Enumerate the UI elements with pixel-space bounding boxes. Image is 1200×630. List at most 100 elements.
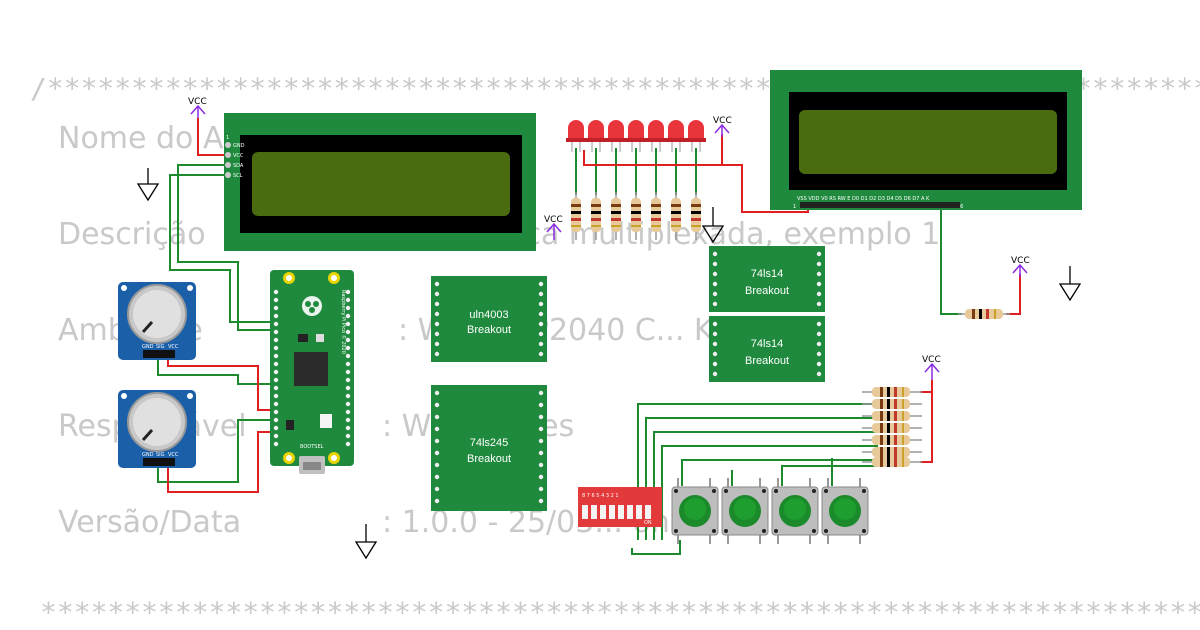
- breakout-uln4003[interactable]: uln4003 Breakout: [431, 276, 547, 362]
- vcc-symbol: VCC: [922, 355, 941, 380]
- lcd-i2c-module[interactable]: 1 GND VCC SDA SCL: [224, 113, 536, 251]
- bootsel-button[interactable]: [320, 414, 332, 428]
- breakout-sub: Breakout: [467, 324, 511, 336]
- lcd-i2c-pins: 1 GND VCC SDA SCL: [225, 135, 245, 179]
- field-label-description: Descrição: [58, 217, 206, 252]
- wire-lcd-vcc: [197, 118, 232, 156]
- wire-pot1-vcc: [167, 360, 278, 411]
- breakout-name: 74ls14: [751, 268, 783, 280]
- field-label-name: Nome do A: [58, 121, 224, 156]
- resistor[interactable]: [571, 192, 581, 240]
- potentiometer[interactable]: GND SIG VCC: [118, 390, 196, 468]
- led[interactable]: [646, 120, 666, 152]
- wire-backlight-vcc: [1006, 274, 1021, 315]
- svg-text:BOOTSEL: BOOTSEL: [300, 444, 324, 450]
- breakout-name: 74ls245: [470, 437, 509, 449]
- wire-lcd-scl: [169, 174, 278, 323]
- svg-text:GND: GND: [142, 452, 154, 458]
- resistor[interactable]: [651, 192, 661, 240]
- wire-pot2-vcc: [167, 431, 278, 493]
- vcc-symbol: VCC: [1011, 256, 1030, 277]
- ground-symbol: [354, 524, 378, 560]
- pin-label-sda: SDA: [233, 163, 244, 169]
- svg-text:SIG: SIG: [156, 452, 165, 458]
- svg-text:16: 16: [957, 204, 963, 210]
- wire-pot1-signal: [157, 360, 278, 385]
- push-button[interactable]: [671, 478, 719, 544]
- resistor[interactable]: [671, 192, 681, 240]
- resistor[interactable]: [691, 192, 701, 240]
- svg-text:VCC: VCC: [922, 355, 941, 365]
- resistor[interactable]: [862, 447, 922, 457]
- dip-switch[interactable]: 8 7 6 5 4 3 2 1 ON: [578, 487, 662, 527]
- led[interactable]: [686, 120, 706, 152]
- pullup-resistors: [862, 387, 922, 467]
- knob-indicator: [141, 428, 154, 442]
- vcc-symbol: VCC: [544, 215, 563, 240]
- ground-symbol: [136, 168, 160, 202]
- breakout-74ls245[interactable]: 74ls245 Breakout: [431, 385, 547, 511]
- ground-symbol: [701, 207, 725, 244]
- resistor[interactable]: [862, 457, 922, 467]
- breakout-74ls14[interactable]: 74ls14 Breakout: [709, 316, 825, 382]
- breakout-74ls14[interactable]: 74ls14 Breakout: [709, 246, 825, 312]
- lcd-parallel-pin-labels: VSS VDD V0 RS RW E D0 D1 D2 D3 D4 D5 D6 …: [797, 196, 930, 202]
- pin-label-gnd: GND: [233, 143, 245, 149]
- led[interactable]: [666, 120, 686, 152]
- vcc-symbols: VCC VCC VCC VCC VCC: [188, 97, 1030, 380]
- vcc-symbol: VCC: [188, 97, 207, 118]
- resistor[interactable]: [862, 435, 922, 445]
- potentiometer[interactable]: GND SIG VCC: [118, 282, 196, 360]
- pico-header-left: [273, 289, 279, 447]
- backlight-resistor[interactable]: [958, 309, 1010, 319]
- breakout-name: 74ls14: [751, 338, 783, 350]
- breakout-sub: Breakout: [745, 285, 789, 297]
- raspberry-pi-pico[interactable]: BOOTSEL Raspberry Pi Pico © 2020: [270, 270, 354, 474]
- led[interactable]: [626, 120, 646, 152]
- push-button[interactable]: [771, 478, 819, 544]
- knob-indicator: [141, 320, 154, 334]
- dip-numbers: 8 7 6 5 4 3 2 1: [582, 493, 619, 499]
- pico-header-right: [345, 289, 351, 447]
- resistor[interactable]: [862, 399, 922, 409]
- svg-text:GND: GND: [142, 344, 154, 350]
- svg-text:VCC: VCC: [168, 452, 179, 458]
- resistor[interactable]: [862, 423, 922, 433]
- breakout-sub: Breakout: [467, 453, 511, 465]
- pico-title: Raspberry Pi Pico © 2020: [340, 290, 347, 354]
- resistor[interactable]: [591, 192, 601, 240]
- breakout-name: uln4003: [469, 309, 508, 321]
- pin-label-vcc: VCC: [233, 153, 244, 159]
- field-label-version: Versão/Data: [58, 505, 241, 540]
- led[interactable]: [566, 120, 586, 152]
- led[interactable]: [606, 120, 626, 152]
- wire-pot2-signal: [157, 419, 278, 483]
- stars-bottom: ****************************************…: [40, 596, 1200, 629]
- svg-text:VCC: VCC: [188, 97, 207, 107]
- led-row: [566, 120, 706, 152]
- lcd-parallel-screen: [799, 110, 1057, 174]
- svg-text:VCC: VCC: [1011, 256, 1030, 266]
- led-wires: [575, 134, 809, 213]
- raspberry-logo-icon: [302, 296, 322, 316]
- resistor[interactable]: [862, 411, 922, 421]
- wire-lcd-sda: [177, 164, 278, 331]
- rp2040-chip: [294, 352, 328, 386]
- resistor[interactable]: [631, 192, 641, 240]
- ground-symbols: [136, 168, 1082, 560]
- dip-on-label: ON: [644, 520, 652, 526]
- ground-symbol: [1058, 266, 1082, 302]
- svg-text:VCC: VCC: [168, 344, 179, 350]
- lcd-parallel-module[interactable]: VSS VDD V0 RS RW E D0 D1 D2 D3 D4 D5 D6 …: [770, 70, 1082, 210]
- resistor[interactable]: [862, 387, 922, 397]
- push-button[interactable]: [721, 478, 769, 544]
- wire-lcd-backlight: [940, 210, 962, 315]
- push-button[interactable]: [821, 478, 869, 544]
- breakout-sub: Breakout: [745, 355, 789, 367]
- lcd-i2c-screen: [252, 152, 510, 216]
- svg-text:VCC: VCC: [713, 116, 732, 126]
- resistor[interactable]: [611, 192, 621, 240]
- led[interactable]: [586, 120, 606, 152]
- svg-text:1: 1: [226, 135, 229, 141]
